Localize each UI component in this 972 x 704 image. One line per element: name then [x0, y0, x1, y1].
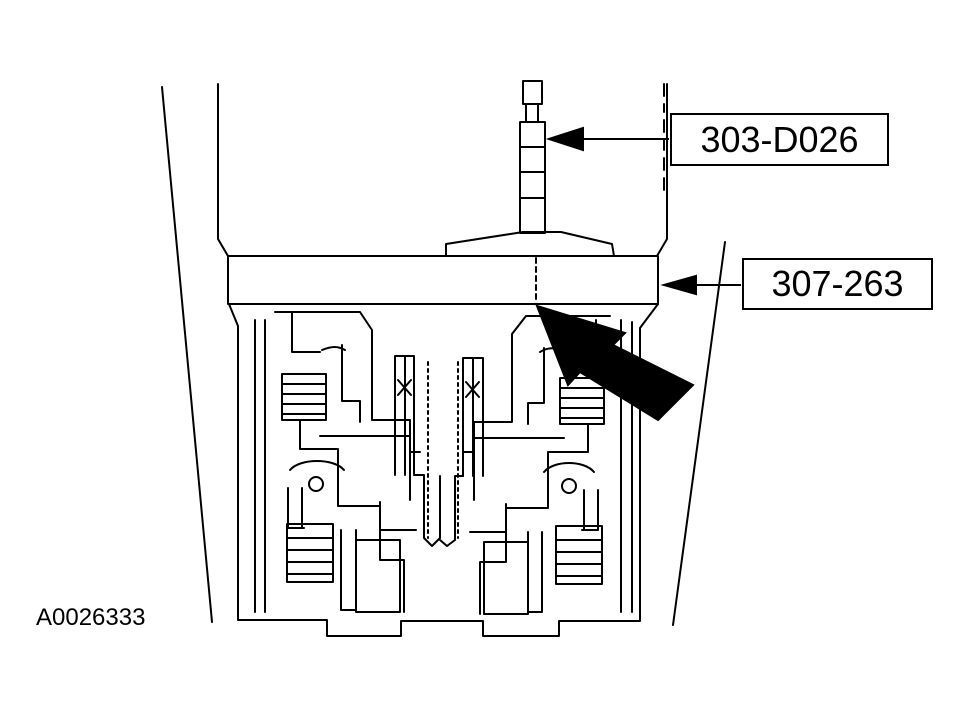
callout-307-263-label: 307-263: [771, 263, 904, 304]
left-upper-ring: [321, 346, 346, 351]
left-lower-plate-lines: [286, 537, 334, 575]
left-bearing-outline: [289, 460, 345, 471]
tool-body-outline: [217, 83, 668, 257]
left-shaft-lower-step: [413, 474, 441, 547]
spindle-nose: [445, 231, 615, 257]
right-mid-step: [581, 489, 599, 531]
left-inner-column: [341, 344, 361, 423]
right-lower-plate-lines: [555, 539, 603, 577]
left-lower-clutch-plates: [286, 523, 334, 583]
left-bearing-ball: [308, 476, 324, 492]
lower-housing-outline: [228, 303, 659, 637]
right-shaft-xmarks: [465, 381, 480, 398]
callout-307-263: 307-263: [742, 258, 933, 310]
right-lower-clutch-plates: [555, 525, 603, 585]
left-shaft-xmarks: [397, 379, 412, 396]
right-bearing-ball: [561, 478, 577, 494]
outer-housing-right-line: [672, 241, 726, 626]
figure-id: A0026333: [36, 604, 146, 631]
left-mid-step: [287, 487, 305, 529]
large-direction-arrow: [535, 304, 695, 422]
left-inner-shaft: [394, 355, 415, 476]
right-inner-shaft: [462, 357, 484, 477]
tool-body-lower-plate: [227, 255, 659, 305]
center-gap-lines: [427, 361, 459, 539]
middle-leader-arrowhead: [660, 274, 697, 296]
leader-arrows: [535, 126, 741, 422]
right-hub: [469, 423, 589, 533]
right-clutch-plate-lines: [559, 387, 605, 419]
left-lower-block: [355, 539, 401, 613]
callout-303-d026-label: 303-D026: [700, 118, 859, 160]
callout-303-d026: 303-D026: [670, 113, 889, 166]
spindle-marks: [519, 146, 546, 199]
right-upper-clutch-plates: [559, 377, 605, 425]
left-mid-body: [319, 435, 411, 501]
right-inner-column: [527, 347, 545, 425]
left-lower-shaft: [379, 501, 405, 613]
right-bearing-outline: [543, 462, 595, 473]
left-upper-return: [291, 311, 321, 353]
right-lower-drum: [527, 531, 543, 613]
outer-housing-left-line: [161, 86, 213, 623]
left-clutch-plate-lines: [281, 383, 327, 415]
right-shaft-lower-step: [439, 475, 464, 547]
left-upper-clutch-plates: [281, 373, 327, 421]
right-lower-shaft: [479, 503, 507, 615]
left-lower-drum: [340, 529, 357, 611]
spindle-cap: [522, 80, 543, 105]
spindle-neck: [525, 103, 539, 123]
left-top-piston: [274, 311, 421, 453]
spindle-shaft: [519, 121, 546, 234]
top-leader-arrowhead: [545, 126, 584, 152]
right-mid-body: [473, 437, 565, 501]
left-inner-wall: [254, 319, 266, 613]
